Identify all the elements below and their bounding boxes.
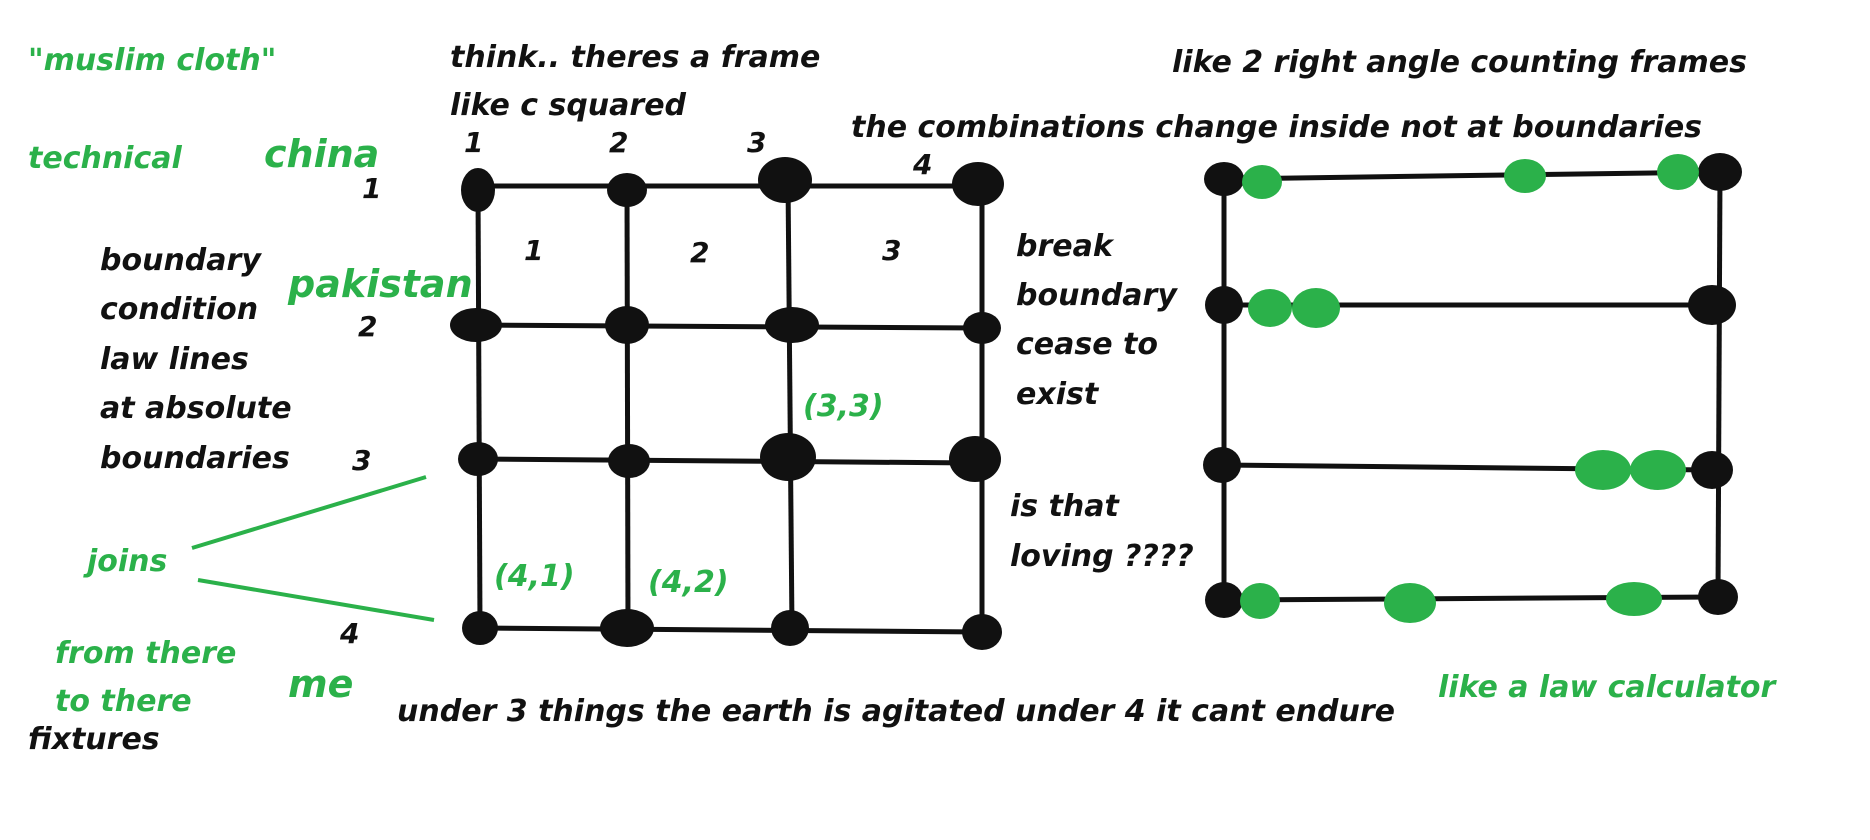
grid-labels: 1 2 3 4 1 2 3 4 1 2 3 (3,3) (4,1) (4,2)	[339, 126, 932, 650]
bead	[1248, 289, 1292, 327]
grid-node	[771, 610, 809, 646]
me-label: me	[288, 662, 353, 706]
frame-node	[1698, 579, 1738, 615]
coordinate-4-1: (4,1)	[494, 559, 575, 594]
combinations-note: the combinations change inside not at bo…	[851, 110, 1702, 145]
frame-node	[1691, 451, 1733, 489]
column-label-4: 4	[912, 148, 932, 181]
boundary-line-3: law lines	[100, 342, 249, 377]
break-line-1: break	[1016, 229, 1115, 264]
grid-col-line-2	[624, 185, 631, 631]
bead	[1504, 159, 1546, 193]
frame-line-1	[1223, 169, 1721, 182]
grid-node	[758, 157, 812, 203]
grid-col-line-1	[475, 185, 483, 629]
grid-node	[760, 433, 816, 481]
row-label-4: 4	[339, 617, 359, 650]
grid-node	[461, 168, 495, 212]
row-label-3: 3	[352, 444, 371, 477]
grid-node	[765, 307, 819, 343]
pakistan-label: pakistan	[287, 262, 473, 306]
joins-label: joins	[83, 544, 167, 579]
fixtures-label: fixtures	[28, 722, 160, 757]
grid-node	[963, 312, 1001, 344]
column-label-1: 1	[464, 126, 483, 159]
bead	[1575, 450, 1631, 490]
frame-note-line-2: like c squared	[450, 88, 687, 123]
left-grid	[475, 179, 985, 635]
top-notes: think.. theres a frame like c squared	[450, 40, 820, 123]
frame-node	[1688, 285, 1736, 325]
law-calculator-note: like a law calculator	[1438, 670, 1778, 705]
frame-node	[1204, 162, 1244, 196]
boundary-line-1: boundary	[100, 243, 262, 278]
frame-node	[1205, 582, 1243, 618]
row-label-1: 1	[362, 172, 381, 205]
frame-note-line-1: think.. theres a frame	[450, 40, 820, 75]
left-grid-nodes	[450, 157, 1004, 650]
grid-node	[962, 614, 1002, 650]
grid-row-line-2	[475, 322, 983, 331]
bead	[1242, 165, 1282, 199]
grid-node	[462, 611, 498, 645]
from-there-label: from there	[55, 636, 236, 671]
joins-arrows	[191, 475, 435, 622]
grid-node	[458, 442, 498, 476]
joins-line-upper	[191, 475, 427, 550]
joins-line-lower	[197, 578, 435, 622]
break-line-2: boundary	[1016, 278, 1178, 313]
right-frame	[1221, 169, 1723, 603]
cell-label-1: 1	[524, 234, 543, 267]
right-frame-green-beads	[1240, 154, 1699, 623]
bead	[1630, 450, 1686, 490]
grid-node	[949, 436, 1001, 482]
break-line-3: cease to	[1016, 327, 1158, 362]
frame-node	[1203, 447, 1241, 483]
frame-right-edge	[1715, 171, 1723, 598]
bottom-note: under 3 things the earth is agitated und…	[397, 694, 1395, 729]
bead	[1606, 582, 1662, 616]
frame-node	[1205, 286, 1243, 324]
technical-label: technical	[28, 141, 182, 176]
grid-node	[952, 162, 1004, 206]
cell-label-3: 3	[882, 234, 901, 267]
coordinate-3-3: (3,3)	[803, 389, 884, 424]
grid-node	[607, 173, 647, 207]
grid-row-line-3	[477, 456, 976, 466]
grid-node	[600, 609, 654, 647]
grid-node	[608, 444, 650, 478]
frame-node	[1698, 153, 1742, 191]
right-notes: like 2 right angle counting frames the c…	[851, 45, 1778, 705]
bead	[1292, 288, 1340, 328]
column-label-2: 2	[609, 126, 628, 159]
bead	[1384, 583, 1436, 623]
counting-frames-note: like 2 right angle counting frames	[1172, 45, 1747, 80]
cell-label-2: 2	[690, 236, 709, 269]
bead	[1657, 154, 1699, 190]
muslim-cloth-label: "muslim cloth"	[28, 43, 276, 78]
boundary-line-2: condition	[100, 292, 258, 327]
china-label: china	[264, 132, 379, 176]
middle-notes: break boundary cease to exist is that lo…	[1010, 229, 1194, 574]
grid-node	[605, 306, 649, 344]
loving-line-2: loving ????	[1010, 539, 1194, 574]
column-label-3: 3	[747, 126, 766, 159]
boundary-line-4: at absolute	[100, 391, 292, 426]
left-notes: "muslim cloth" technical china pakistan …	[28, 43, 473, 757]
to-there-label: to there	[55, 684, 192, 719]
loving-line-1: is that	[1010, 489, 1121, 524]
grid-col-line-3	[785, 179, 795, 631]
grid-node	[450, 308, 502, 342]
coordinate-4-2: (4,2)	[648, 565, 729, 600]
bead	[1240, 583, 1280, 619]
grid-row-line-4	[479, 625, 983, 635]
boundary-line-5: boundaries	[100, 441, 290, 476]
right-frame-black-nodes	[1203, 153, 1742, 618]
break-line-4: exist	[1016, 377, 1100, 412]
row-label-2: 2	[358, 310, 377, 343]
